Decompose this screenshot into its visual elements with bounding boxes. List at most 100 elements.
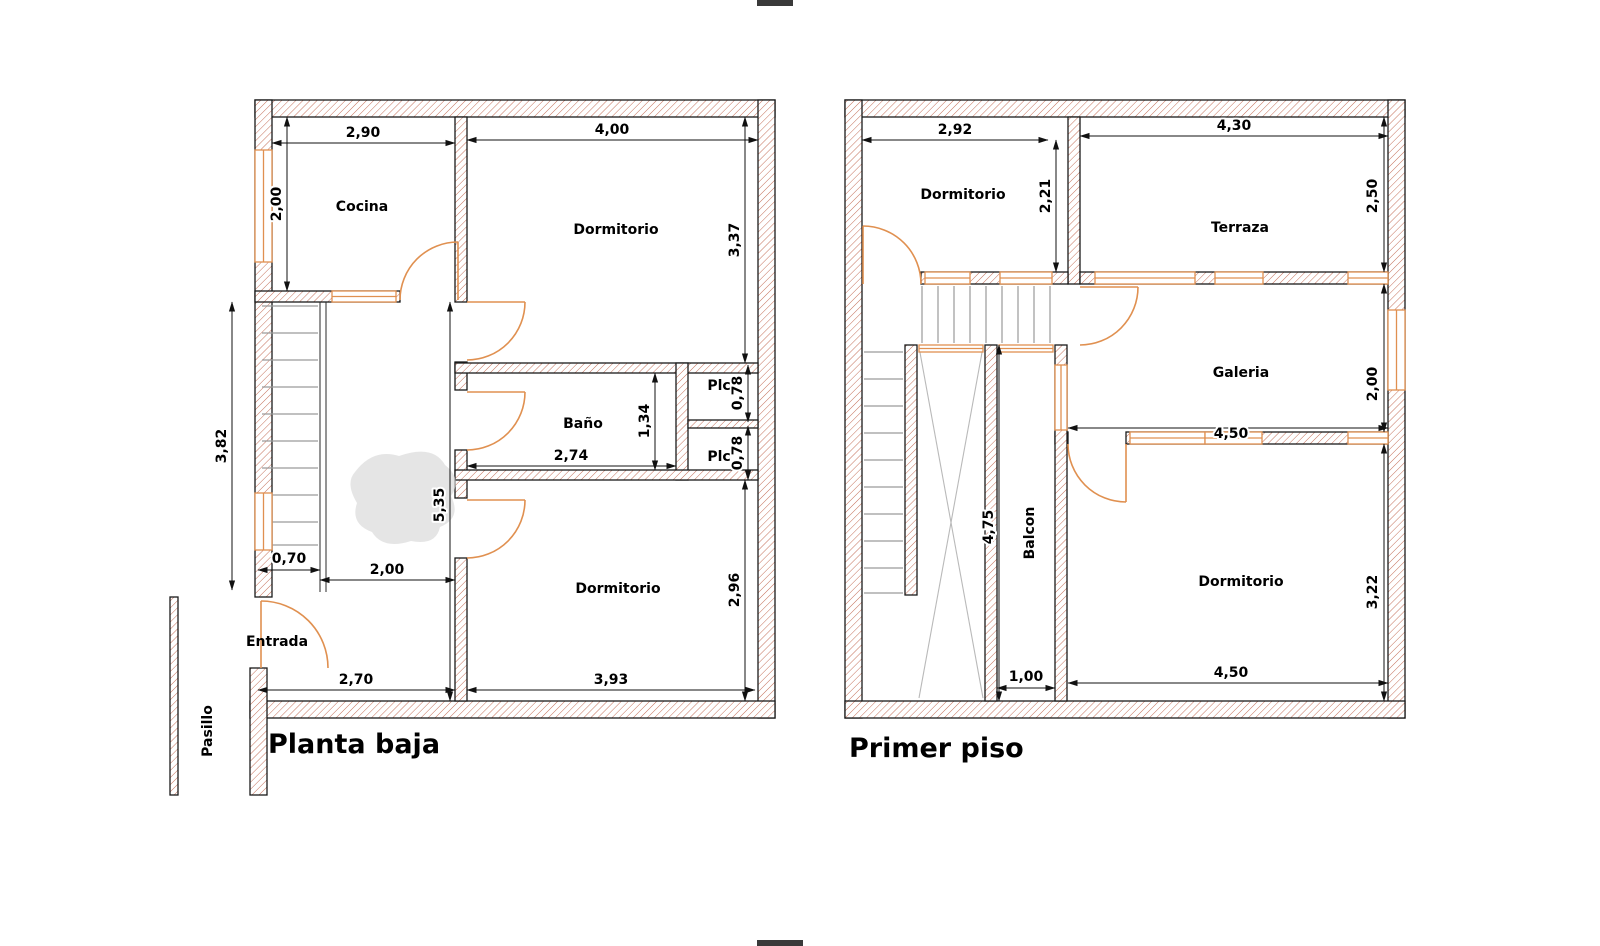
dim-label: 2,96 [727, 573, 743, 608]
wall-bano-bottom [454, 469, 759, 481]
primer-piso-doors [862, 225, 1139, 503]
wall-right [1387, 99, 1406, 719]
dim-balcon-width: 1,00 [996, 667, 1056, 692]
wall-dormitorio-terraza [1067, 116, 1081, 285]
planta-baja-walls [169, 99, 776, 796]
dim-label: 3,93 [594, 672, 629, 688]
wall-balcon-right [1054, 344, 1068, 702]
dim-terraza-width: 4,30 [1079, 116, 1389, 140]
stairwell-cross-line [918, 346, 984, 699]
room-label-terraza: Terraza [1211, 220, 1269, 236]
dim-label: 2,90 [346, 125, 381, 141]
wall-bottom [249, 700, 776, 719]
dim-hall-height: 5,35 [430, 301, 454, 702]
dim-dormitorio-bottom-height: 3,22 [1363, 443, 1388, 702]
dim-label: 2,74 [554, 448, 589, 464]
door-galeria [1079, 286, 1139, 346]
dim-cocina-width: 2,90 [271, 123, 456, 147]
primer-piso-title: Primer piso [849, 733, 1024, 764]
dim-label: 2,21 [1038, 179, 1054, 214]
window-galeria-bottom-3 [1347, 431, 1389, 445]
door-dormitorio-bottom [466, 499, 526, 559]
window-balcon-top-right [998, 344, 1054, 353]
dim-label: 3,37 [727, 223, 743, 258]
room-label-dormitorio-top: Dormitorio [920, 187, 1006, 203]
wall-right [757, 99, 776, 719]
wall-bano-right [675, 362, 689, 481]
dim-label: 2,70 [339, 672, 374, 688]
dim-dormitorio-bottom-width: 4,50 [1067, 663, 1389, 687]
wall-stairwell [904, 344, 918, 596]
wall-left [844, 99, 863, 719]
window-balcon-galeria [1054, 364, 1068, 431]
dim-label: 2,00 [269, 186, 285, 221]
dim-label: 0,78 [730, 436, 746, 471]
window-left-lower [254, 492, 273, 551]
door-cocina-hall [399, 241, 459, 301]
door-dormitorio-top [466, 301, 526, 361]
planta-baja-doors [260, 241, 526, 669]
dim-galeria-height: 2,00 [1363, 283, 1388, 433]
dim-plc-bottom-height: 0,78 [728, 425, 752, 481]
room-label-plc-top: Plc [707, 378, 730, 394]
window-galeria-bottom-1 [1129, 431, 1206, 445]
window-terraza-1 [1094, 271, 1196, 285]
window-galeria-bottom-2 [1204, 431, 1263, 445]
window-cocina-hall [331, 290, 397, 303]
dim-dormitorio-top-width: 4,00 [466, 120, 759, 144]
room-label-bano: Baño [563, 416, 603, 432]
page-edge-mark-bottom [757, 940, 803, 946]
dim-dormitorio-bottom-height: 2,96 [725, 479, 749, 702]
dim-label: 2,00 [1365, 366, 1381, 401]
wall-plc-divider [687, 419, 759, 429]
dim-label: 5,35 [432, 488, 448, 523]
window-dormitorio-hall-1 [924, 271, 971, 285]
dim-dormitorio-top-height: 2,21 [1036, 139, 1060, 273]
room-label-entrada: Entrada [246, 634, 308, 650]
primer-piso-dimensions: 2,92 4,30 2,21 2,50 2,00 4,50 [861, 116, 1389, 702]
dim-dormitorio-top-width: 2,92 [861, 120, 1049, 144]
dim-label: 0,70 [272, 551, 307, 567]
window-galeria-right [1387, 309, 1406, 391]
dim-dormitorio-top-height: 3,37 [725, 116, 749, 364]
room-label-cocina: Cocina [336, 199, 388, 215]
primer-piso-stairs [864, 286, 1051, 699]
planta-baja-title: Planta baja [268, 729, 440, 760]
primer-piso-plan: 2,92 4,30 2,21 2,50 2,00 4,50 [844, 99, 1406, 764]
dim-galeria-width: 4,50 [1067, 424, 1389, 444]
dim-label: 2,92 [938, 122, 973, 138]
dim-dormitorio-bottom-width: 3,93 [466, 670, 756, 694]
window-balcon-top-left [918, 344, 984, 353]
room-label-balcon: Balcon [1022, 507, 1038, 560]
dim-label: 4,50 [1214, 426, 1249, 442]
room-label-plc-bottom: Plc [707, 449, 730, 465]
dim-entrada-width: 2,70 [257, 670, 456, 694]
planta-baja-plan: 2,90 4,00 2,00 3,37 0,78 0,78 [169, 99, 776, 796]
dim-bano-width: 2,74 [466, 446, 677, 470]
planta-baja-dimensions: 2,90 4,00 2,00 3,37 0,78 0,78 [212, 116, 759, 702]
room-label-dormitorio-top: Dormitorio [573, 222, 659, 238]
dim-label: 1,34 [637, 403, 653, 438]
wall-top [844, 99, 1406, 118]
wall-pasillo [169, 596, 179, 796]
dim-balcon-height: 4,75 [979, 344, 1003, 702]
dim-label: 2,50 [1365, 178, 1381, 213]
door-bano [466, 391, 526, 451]
room-label-galeria: Galeria [1213, 365, 1269, 381]
planta-baja-windows [254, 149, 397, 551]
dim-cocina-height: 2,00 [267, 116, 291, 292]
window-cocina-left [254, 149, 273, 263]
dim-label: 2,00 [370, 562, 405, 578]
page-edge-mark-top [757, 0, 793, 6]
dim-label: 0,78 [730, 376, 746, 411]
dim-label: 4,50 [1214, 665, 1249, 681]
dim-stairs-width: 0,70 [257, 549, 321, 574]
window-terraza-2 [1214, 271, 1264, 285]
door-entrada [260, 600, 329, 669]
dim-hall-width: 2,00 [319, 560, 456, 584]
wall-bano-top [454, 362, 759, 374]
window-terraza-3 [1347, 271, 1389, 285]
dim-label: 4,30 [1217, 118, 1252, 134]
